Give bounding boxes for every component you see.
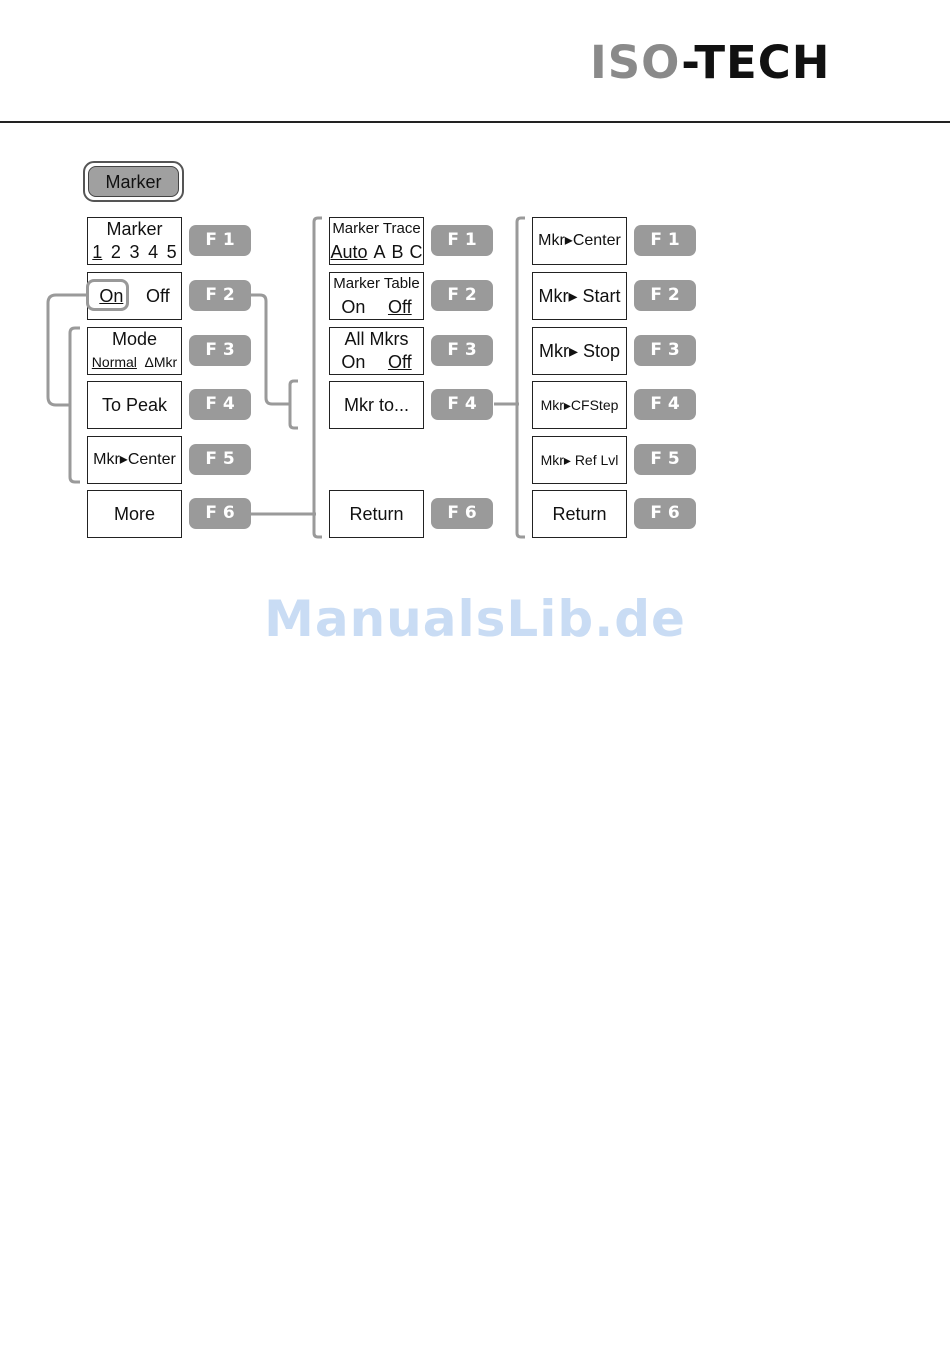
- logo-tech: -TECH: [681, 36, 831, 89]
- col3-f1-key[interactable]: F 1: [634, 225, 696, 256]
- mkr-stop-label: Mkr▸ Stop: [538, 341, 621, 361]
- col2-return[interactable]: Return: [329, 490, 424, 538]
- watermark: ManualsLib.de: [264, 590, 686, 648]
- to-peak-label: To Peak: [101, 395, 168, 415]
- col1-to-peak[interactable]: To Peak: [87, 381, 182, 429]
- col2-f1-key[interactable]: F 1: [431, 225, 493, 256]
- all-mkrs-on: On: [341, 352, 366, 372]
- marker-opt-5: 5: [166, 242, 177, 262]
- on-highlight: [86, 279, 129, 311]
- col2-f6-key[interactable]: F 6: [431, 498, 493, 529]
- trace-b: B: [391, 242, 404, 262]
- col1-f1-key[interactable]: F 1: [189, 225, 251, 256]
- col3-f5-key[interactable]: F 5: [634, 444, 696, 475]
- mkr-to-bracket: [288, 379, 298, 430]
- col2-return-label: Return: [349, 504, 404, 524]
- inner-bracket: [68, 326, 80, 484]
- outer-bracket: [46, 293, 86, 407]
- col3-bracket: [515, 216, 525, 539]
- more-label: More: [113, 504, 155, 524]
- iso-tech-logo: ISO-TECH: [590, 40, 890, 86]
- all-mkrs-title: All Mkrs: [344, 329, 409, 349]
- trace-a: A: [373, 242, 386, 262]
- marker-opt-3: 3: [129, 242, 140, 262]
- marker-opt-1: 1: [92, 242, 103, 262]
- table-on: On: [341, 297, 366, 317]
- all-mkrs-off: Off: [387, 352, 412, 372]
- mkr-to-label: Mkr to...: [343, 395, 409, 415]
- col3-mkr-start[interactable]: Mkr▸ Start: [532, 272, 627, 320]
- col1-f4-key[interactable]: F 4: [189, 389, 251, 420]
- col3-mkr-center[interactable]: Mkr▸Center: [532, 217, 627, 265]
- marker-trace-title: Marker Trace: [332, 220, 421, 237]
- marker-key-label: Marker: [88, 166, 179, 197]
- mkr-center-label: Mkr▸Center: [93, 451, 176, 468]
- mode-title: Mode: [111, 329, 158, 349]
- marker-key[interactable]: Marker: [83, 161, 184, 202]
- col1-mode[interactable]: Mode Normal ΔMkr: [87, 327, 182, 375]
- logo-iso: ISO: [590, 36, 682, 89]
- mkr-start-label: Mkr▸ Start: [538, 286, 621, 306]
- f2-connector: [250, 293, 290, 406]
- trace-c: C: [409, 242, 423, 262]
- col3-mkr-center-label: Mkr▸Center: [538, 232, 621, 249]
- col1-f6-key[interactable]: F 6: [189, 498, 251, 529]
- col1-mkr-center[interactable]: Mkr▸Center: [87, 436, 182, 484]
- col2-all-mkrs[interactable]: All Mkrs On Off: [329, 327, 424, 375]
- marker-opt-4: 4: [148, 242, 159, 262]
- mode-delta-mkr: ΔMkr: [144, 354, 178, 370]
- col2-mkr-to[interactable]: Mkr to...: [329, 381, 424, 429]
- col3-mkr-ref-lvl[interactable]: Mkr▸ Ref Lvl: [532, 436, 627, 484]
- col2-f4-key[interactable]: F 4: [431, 389, 493, 420]
- col3-f3-key[interactable]: F 3: [634, 335, 696, 366]
- col3-mkr-cfstep[interactable]: Mkr▸CFStep: [532, 381, 627, 429]
- col1-marker-select[interactable]: Marker 1 2 3 4 5: [87, 217, 182, 265]
- col3-f4-key[interactable]: F 4: [634, 389, 696, 420]
- col2-f3-key[interactable]: F 3: [431, 335, 493, 366]
- off-option: Off: [145, 286, 170, 306]
- mkr-ref-lvl-label: Mkr▸ Ref Lvl: [540, 452, 619, 468]
- col1-f2-key[interactable]: F 2: [189, 280, 251, 311]
- col1-f3-key[interactable]: F 3: [189, 335, 251, 366]
- marker-table-title: Marker Table: [333, 275, 420, 292]
- col1-more[interactable]: More: [87, 490, 182, 538]
- table-off: Off: [387, 297, 412, 317]
- mkr-cfstep-label: Mkr▸CFStep: [540, 397, 619, 413]
- col1-marker-title: Marker: [106, 219, 163, 239]
- col2-f2-key[interactable]: F 2: [431, 280, 493, 311]
- col3-f6-key[interactable]: F 6: [634, 498, 696, 529]
- col2-marker-table[interactable]: Marker Table On Off: [329, 272, 424, 320]
- header-rule: [0, 121, 950, 123]
- col2-bracket: [312, 216, 322, 539]
- col2-marker-trace[interactable]: Marker Trace Auto A B C: [329, 217, 424, 265]
- col3-f2-key[interactable]: F 2: [634, 280, 696, 311]
- col3-mkr-stop[interactable]: Mkr▸ Stop: [532, 327, 627, 375]
- col1-f5-key[interactable]: F 5: [189, 444, 251, 475]
- on-option: On: [99, 286, 124, 306]
- col3-return[interactable]: Return: [532, 490, 627, 538]
- trace-auto: Auto: [330, 242, 368, 262]
- marker-opt-2: 2: [110, 242, 121, 262]
- mode-normal: Normal: [91, 354, 137, 370]
- col3-return-label: Return: [552, 504, 607, 524]
